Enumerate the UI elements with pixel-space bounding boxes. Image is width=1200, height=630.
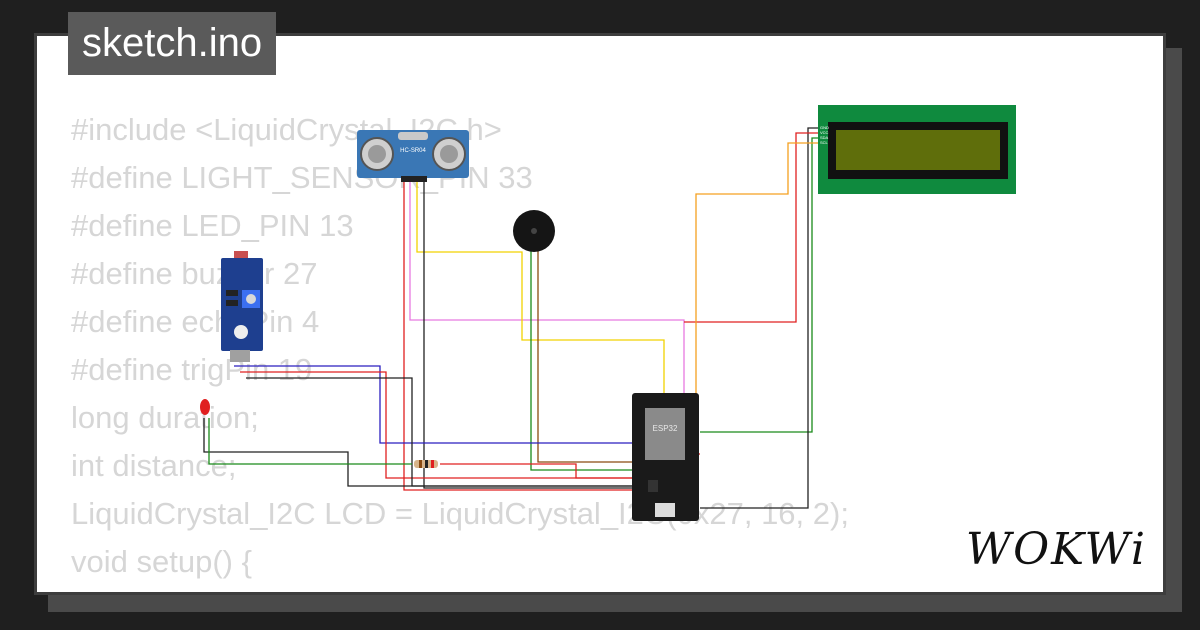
code-line: #define trigPin 19: [71, 352, 313, 387]
resistor: [414, 460, 438, 468]
buzzer[interactable]: [513, 210, 555, 252]
ultrasonic-label: HC-SR04: [400, 148, 426, 154]
code-line: int distance;: [71, 448, 237, 483]
lcd-pin-scl: SCL: [820, 140, 829, 145]
wire: [203, 418, 640, 487]
lcd-display[interactable]: GND VCC SDA SCL: [818, 105, 1016, 194]
wire: [208, 418, 412, 465]
code-preview: #include <LiquidCrystal_I2C.h>#define LI…: [71, 106, 849, 592]
code-line: long duration;: [71, 400, 259, 435]
esp32-label: ESP32: [653, 424, 678, 433]
wire: [530, 250, 640, 471]
esp32-board[interactable]: ESP32: [632, 393, 699, 521]
wire: [234, 365, 640, 444]
ultrasonic-sensor[interactable]: HC-SR04: [357, 130, 469, 182]
wire: [700, 137, 822, 433]
lcd-pin-gnd: GND: [820, 125, 829, 130]
code-line: void setup() {: [71, 544, 252, 579]
wire: [700, 127, 822, 509]
light-sensor-module[interactable]: [221, 251, 263, 362]
lcd-pin-sda: SDA: [820, 135, 829, 140]
wire: [537, 250, 640, 463]
code-line: #define LED_PIN 13: [71, 208, 354, 243]
file-title-tab[interactable]: sketch.ino: [68, 12, 277, 75]
red-led[interactable]: [200, 399, 210, 415]
wires: [203, 127, 822, 511]
wire: [240, 371, 640, 479]
wokwi-logo: WOKWi: [965, 524, 1147, 575]
lcd-pin-vcc: VCC: [820, 130, 829, 135]
wire: [684, 132, 822, 323]
wire: [695, 142, 822, 436]
wire: [440, 463, 640, 479]
wire: [403, 180, 640, 491]
wire: [423, 180, 640, 489]
